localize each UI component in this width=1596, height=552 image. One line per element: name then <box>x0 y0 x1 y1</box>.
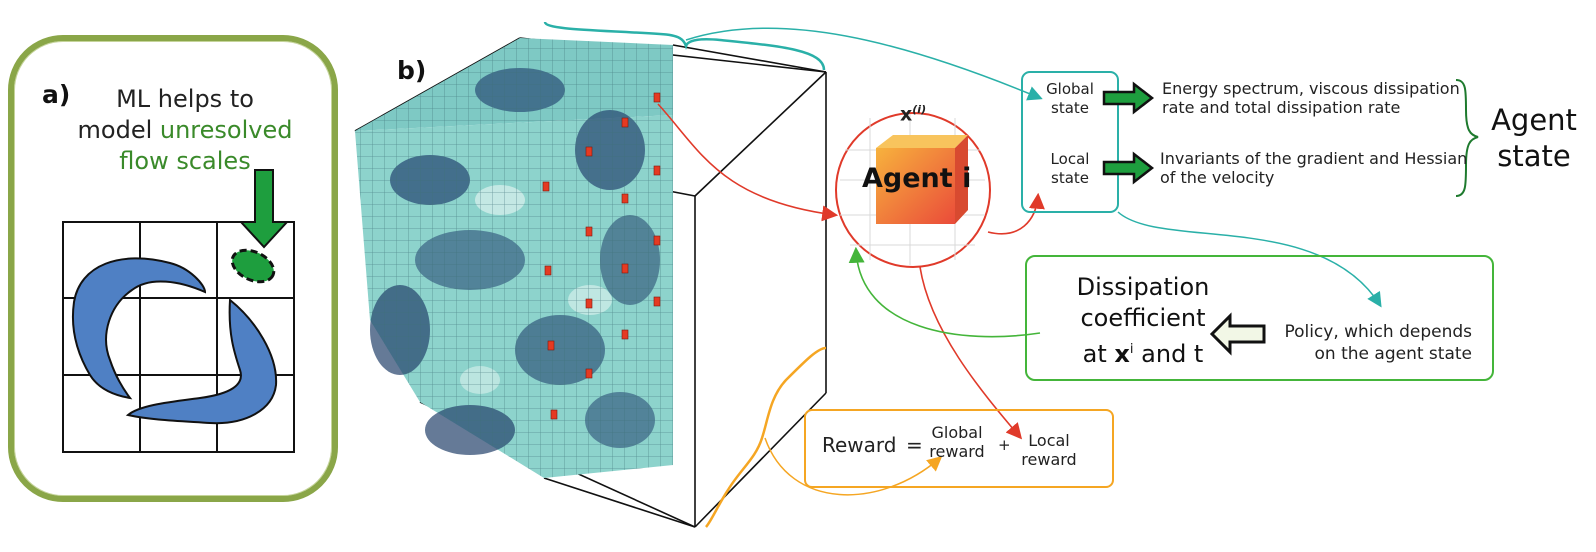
global-reward-line1: Global <box>931 423 983 442</box>
local-description-line2: of the velocity <box>1160 168 1275 187</box>
global-state-label: Global state <box>1032 80 1108 118</box>
agent-state-label: Agent state <box>1484 102 1584 174</box>
cube-edge <box>543 477 696 528</box>
reward-plus: + <box>998 436 1011 454</box>
teal-top-brace <box>543 21 826 71</box>
panel-a-frame <box>8 35 338 502</box>
agent-cell <box>544 265 552 276</box>
coefficient-line3: at xi and t <box>1060 334 1226 370</box>
agent-cell <box>653 92 661 103</box>
reward-label: Reward <box>822 433 897 457</box>
orange-right-brace <box>705 346 827 528</box>
mesh-grid <box>355 38 673 478</box>
agent-state-line1: Agent <box>1491 103 1577 137</box>
panel-a-line1: ML helps to <box>116 85 254 113</box>
panel-a-letter: a) <box>42 80 71 109</box>
agent-cell <box>621 193 629 204</box>
large-eddy-right <box>125 298 278 425</box>
local-state-label: Local state <box>1032 150 1108 188</box>
reward-box <box>804 409 1114 488</box>
agent-cell <box>550 409 558 420</box>
agent-cell <box>621 329 629 340</box>
agent-cell <box>653 296 661 307</box>
coefficient-line2: coefficient <box>1080 304 1206 332</box>
panel-a-line3: flow scales <box>119 147 251 175</box>
coefficient-line1: Dissipation <box>1076 273 1210 301</box>
red-arrow-to-local-reward <box>919 266 1023 440</box>
grid-border <box>62 221 295 453</box>
global-state-description: Energy spectrum, viscous dissipation rat… <box>1162 79 1460 117</box>
policy-arrow <box>1209 312 1266 356</box>
local-state-label-2: state <box>1051 169 1089 187</box>
agent-cell <box>585 226 593 237</box>
agent-cell <box>542 181 550 192</box>
green-down-arrow <box>238 169 290 249</box>
teal-arrow-global <box>685 27 1043 101</box>
dissipation-coefficient-label: Dissipation coefficient at xi and t <box>1060 272 1226 370</box>
agent-state-brace <box>1455 79 1479 197</box>
agent-cell <box>621 117 629 128</box>
coefficient-prefix: at <box>1082 340 1115 368</box>
panel-a-graphic <box>62 169 295 453</box>
state-box <box>1021 71 1119 213</box>
agent-cell <box>653 235 661 246</box>
global-state-arrow <box>1102 81 1155 115</box>
local-reward-line1: Local <box>1028 431 1070 450</box>
agent-cell <box>585 368 593 379</box>
local-reward-line2: reward <box>1021 450 1077 469</box>
agent-cube-front <box>876 148 955 224</box>
agent-cell <box>585 146 593 157</box>
local-state-description: Invariants of the gradient and Hessian o… <box>1160 149 1467 187</box>
red-arrow-to-local-state <box>987 192 1045 235</box>
panel-b-letter: b) <box>397 56 427 85</box>
local-state-label-1: Local <box>1050 150 1090 168</box>
green-arrow-to-agent <box>848 246 1041 338</box>
local-state-arrow <box>1102 151 1155 185</box>
reward-equals: = <box>906 433 923 457</box>
local-description-line1: Invariants of the gradient and Hessian <box>1160 149 1468 168</box>
global-reward-label: Global reward <box>924 423 990 461</box>
agent-label: Agent i <box>862 163 972 194</box>
turbulence-field <box>355 38 673 478</box>
policy-line2: on the agent state <box>1314 344 1472 364</box>
policy-line1: Policy, which depends <box>1284 322 1472 342</box>
cube-edge <box>694 71 827 197</box>
agent-state-line2: state <box>1497 139 1571 173</box>
global-description-line1: Energy spectrum, viscous dissipation <box>1162 79 1460 98</box>
agent-cube-top <box>876 135 968 148</box>
red-arrow-to-agent <box>657 103 839 222</box>
teal-arrow-to-policy <box>1117 211 1382 308</box>
panel-a-line2-highlight: unresolved <box>159 116 293 144</box>
global-description-line2: rate and total dissipation rate <box>1162 98 1401 117</box>
coefficient-position: x <box>1114 340 1130 368</box>
agent-position-label: x(i) <box>900 103 926 125</box>
agent-cells <box>542 92 661 420</box>
large-eddy-left <box>72 257 207 400</box>
small-unresolved-eddy <box>230 248 276 284</box>
orange-arrow-reward <box>764 437 943 496</box>
agent-cell <box>653 165 661 176</box>
agent-cell <box>547 340 555 351</box>
agent-position-symbol: x <box>900 103 913 126</box>
agent-cube-side <box>955 135 968 224</box>
global-state-label-2: state <box>1051 99 1089 117</box>
local-reward-label: Local reward <box>1014 431 1084 469</box>
coefficient-suffix: and t <box>1133 340 1204 368</box>
coefficient-superscript: i <box>1129 342 1134 357</box>
global-state-label-1: Global <box>1046 80 1094 98</box>
panel-a-line2-prefix: model <box>77 116 160 144</box>
panel-a-line2: model unresolved <box>70 115 300 146</box>
agent-cell <box>621 263 629 274</box>
agent-position-superscript: (i) <box>912 103 927 116</box>
cube-edge <box>672 44 827 73</box>
policy-box <box>1025 255 1494 381</box>
global-reward-line2: reward <box>929 442 985 461</box>
policy-label: Policy, which depends on the agent state <box>1276 321 1472 365</box>
agent-cell <box>585 298 593 309</box>
